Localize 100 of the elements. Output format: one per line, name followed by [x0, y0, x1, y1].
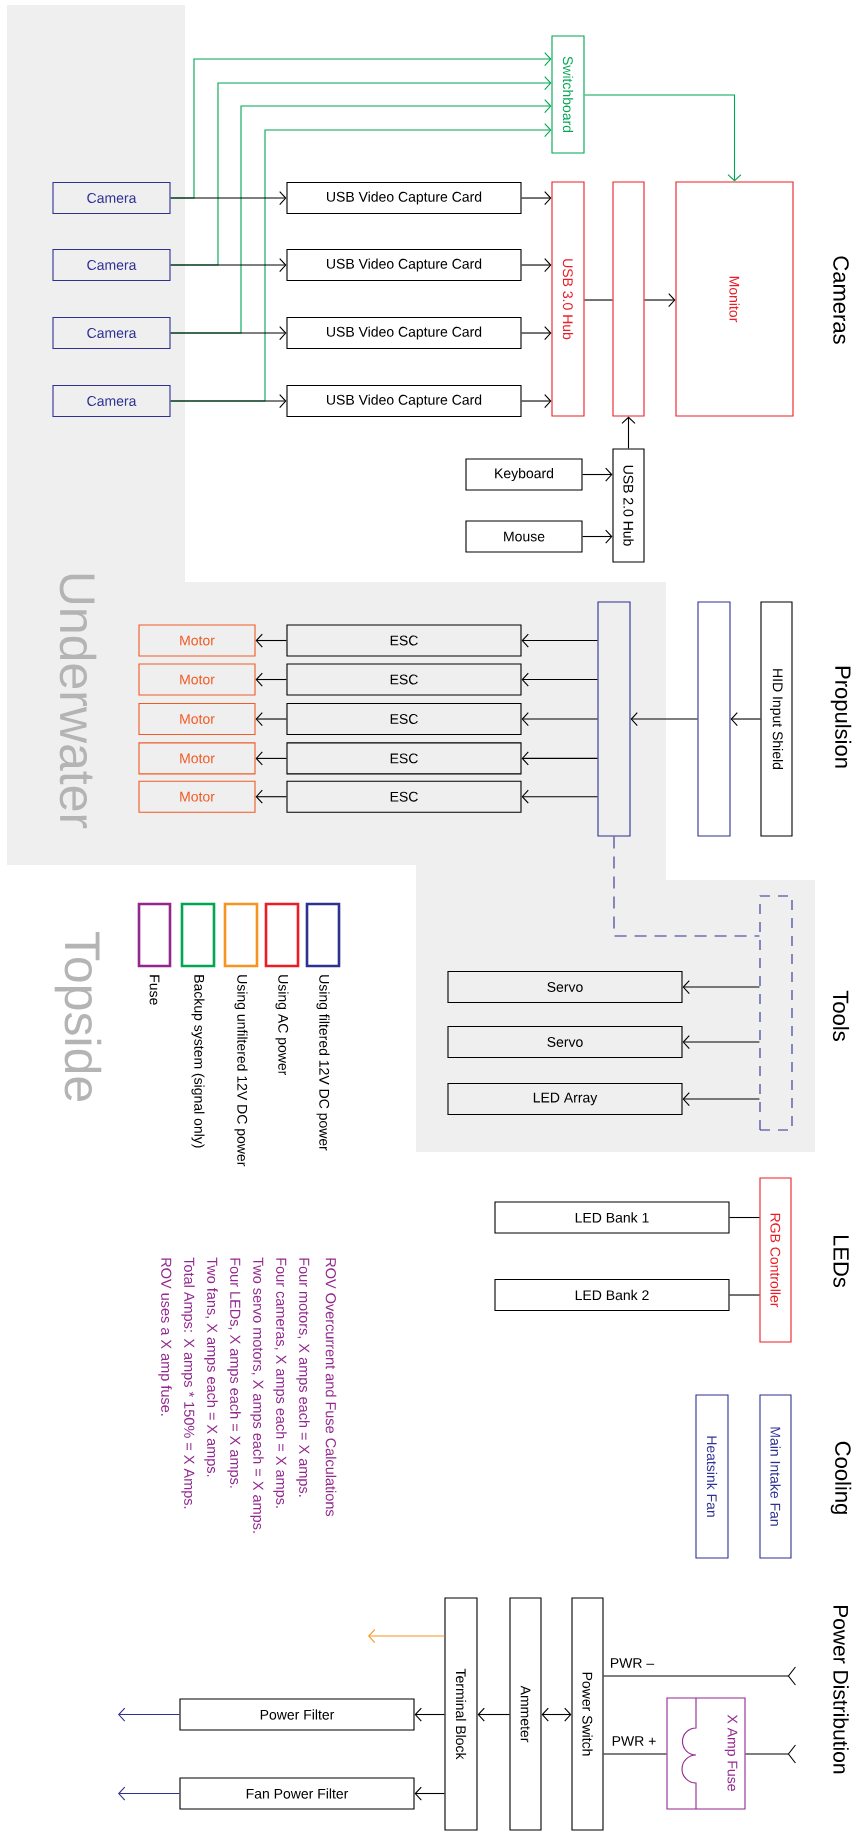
- note-text: Total Amps: X amps * 150% = X Amps.: [181, 1257, 195, 1509]
- controller-box: [697, 601, 731, 837]
- arrow: [521, 325, 552, 341]
- switchboard-box: Switchboard: [551, 35, 585, 154]
- arrow: [414, 1786, 445, 1801]
- arrow: [621, 416, 636, 449]
- capture-card-box: USB Video Capture Card: [286, 384, 522, 418]
- esc-box: ESC: [286, 780, 522, 813]
- servo-box: Servo: [447, 1025, 683, 1059]
- power-switch-box: Power Switch: [571, 1597, 604, 1831]
- arrow: [644, 292, 676, 308]
- region-label: Underwater: [59, 574, 97, 829]
- arrow: [118, 1707, 180, 1722]
- region-label: Topside: [54, 931, 102, 1101]
- capture-card-box: USB Video Capture Card: [286, 316, 522, 350]
- arrow: [170, 257, 287, 273]
- arrow: [255, 633, 287, 648]
- arrow: [682, 979, 760, 995]
- arrow: [521, 633, 598, 648]
- legend-label: Backup system (signal only): [191, 975, 205, 1148]
- arrow: [584, 94, 742, 182]
- connector-line: [584, 299, 613, 301]
- capture-card-box: USB Video Capture Card: [286, 248, 522, 282]
- arrow: [521, 711, 598, 727]
- legend-label: Fuse: [149, 975, 160, 1005]
- arrow: [521, 393, 552, 409]
- section-label: Cooling: [830, 1441, 852, 1514]
- arrow: [682, 1091, 760, 1107]
- arrow: [170, 190, 287, 206]
- motor-box: Motor: [138, 780, 256, 813]
- edge-label: PWR +: [610, 1735, 658, 1747]
- note-text: Four LEDs, X amps each = X amps.: [227, 1258, 241, 1488]
- camera-box: Camera: [52, 316, 171, 350]
- arrow: [745, 1744, 796, 1764]
- arrow: [682, 1034, 760, 1050]
- arrow: [521, 190, 552, 206]
- section-label: Propulsion: [830, 666, 852, 768]
- legend-label: Using filtered 12V DC power: [316, 975, 330, 1151]
- note-text: Four motors, X amps each = X amps.: [296, 1258, 310, 1497]
- arrow: [603, 1666, 796, 1686]
- arrow: [170, 393, 287, 409]
- connector-line: [729, 1294, 760, 1296]
- arrow: [414, 1707, 445, 1722]
- fan-box: Main Intake Fan: [759, 1394, 792, 1559]
- section-label: Power Distribution: [833, 1605, 849, 1774]
- arrow: [255, 672, 287, 687]
- camera-box: Camera: [52, 181, 171, 215]
- computer-box: [612, 181, 645, 417]
- arrow: [582, 529, 613, 544]
- note-text: Two servo motors, X amps each = X amps.: [250, 1257, 264, 1533]
- controller-box: [597, 601, 631, 837]
- arrow: [521, 257, 552, 273]
- filter-box: Fan Power Filter: [179, 1777, 415, 1810]
- connector-line: [603, 1753, 667, 1755]
- filter-box: Power Filter: [179, 1698, 415, 1731]
- servo-box: Servo: [447, 970, 683, 1004]
- arrow: [521, 789, 598, 804]
- led-bank-box: LED Bank 1: [494, 1201, 730, 1234]
- connector-line: [729, 1216, 760, 1219]
- section-label: Cameras: [833, 256, 849, 344]
- motor-box: Motor: [138, 742, 256, 775]
- legend-label: Using unfiltered 12V DC power: [234, 975, 248, 1167]
- arrow: [118, 1786, 180, 1801]
- motor-box: Motor: [138, 663, 256, 696]
- arrow: [255, 711, 287, 727]
- fan-box: Heatsink Fan: [695, 1394, 729, 1559]
- led-bank-box: LED Bank 2: [494, 1278, 730, 1312]
- motor-box: Motor: [138, 702, 256, 736]
- note-text: Two fans, X amps each = X amps.: [204, 1257, 218, 1477]
- terminal-block-box: Terminal Block: [444, 1597, 478, 1831]
- fuse-box: X Amp Fuse: [666, 1697, 746, 1810]
- note-text: ROV uses a X amp fuse.: [158, 1258, 172, 1416]
- note-text: Four cameras, X amps each = X amps.: [273, 1258, 287, 1508]
- section-label: Tools: [832, 990, 850, 1041]
- shield-box: HID Input Shield: [760, 601, 793, 837]
- note-text: ROV Overcurrent and Fuse Calculations: [325, 1258, 337, 1517]
- edge-label: PWR –: [608, 1657, 656, 1669]
- arrow: [477, 1707, 510, 1722]
- section-label: LEDs: [833, 1235, 849, 1288]
- arrow: [521, 751, 598, 766]
- camera-box: Camera: [52, 248, 171, 282]
- esc-box: ESC: [286, 624, 522, 657]
- capture-card-box: USB Video Capture Card: [286, 181, 522, 215]
- motor-box: Motor: [138, 624, 256, 657]
- arrow: [255, 751, 287, 766]
- keyboard-box: Keyboard: [465, 458, 583, 491]
- arrow: [170, 325, 287, 341]
- arrow: [630, 711, 698, 727]
- camera-box: Camera: [52, 384, 171, 418]
- esc-box: ESC: [286, 742, 522, 775]
- hub-box: USB 3.0 Hub: [551, 181, 585, 417]
- controller-box: RGB Controller: [759, 1177, 792, 1343]
- arrow: [582, 467, 613, 482]
- arrow: [368, 1628, 445, 1644]
- arrow: [730, 711, 761, 727]
- arrow: [541, 1707, 572, 1722]
- hub-box: USB 2.0 Hub: [612, 448, 645, 563]
- led-array-box: LED Array: [447, 1082, 683, 1116]
- esc-box: ESC: [286, 702, 522, 736]
- arrow: [255, 789, 287, 804]
